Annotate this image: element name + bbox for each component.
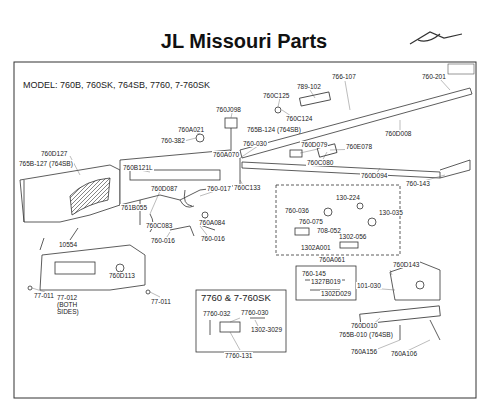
callout-number: 760A070 bbox=[212, 151, 240, 158]
callout-number: 7760-032 bbox=[202, 310, 231, 317]
callout-number: 760-075 bbox=[298, 218, 324, 225]
callout-number: 760D010 bbox=[350, 322, 378, 329]
callout-number: 760C125 bbox=[262, 92, 290, 99]
callout-number: 760C083 bbox=[145, 222, 173, 229]
callout-number: 765B-010 (764SB) bbox=[338, 331, 394, 338]
callout-number: 760E078 bbox=[345, 143, 373, 150]
callout-number: 1302D029 bbox=[320, 290, 352, 297]
callout-number: 760A084 bbox=[198, 219, 226, 226]
callout-number: 765B-127 (764SB) bbox=[18, 160, 74, 167]
callout-number: 7760-030 bbox=[240, 309, 269, 316]
callout-number: 760D094 bbox=[360, 172, 388, 179]
callout-number: 1327B019 bbox=[310, 278, 342, 285]
callout-number: 760-017 bbox=[206, 185, 232, 192]
callout-number: 760-030 bbox=[242, 140, 268, 147]
callout-number: 760D113 bbox=[108, 272, 136, 279]
callout-number: 760-036 bbox=[284, 207, 310, 214]
callout-number: 760A106 bbox=[390, 350, 418, 357]
callout-number: 760A061 bbox=[318, 256, 346, 263]
callout-number: 77-012 (BOTH SIDES) bbox=[56, 294, 98, 315]
callout-number: 760A156 bbox=[350, 348, 378, 355]
callout-number: 760-016 bbox=[200, 235, 226, 242]
callout-number: 130-035 bbox=[378, 209, 404, 216]
callout-number: 760C080 bbox=[306, 159, 334, 166]
callout-number: 760D127 bbox=[40, 150, 68, 157]
callout-number: 766-107 bbox=[331, 73, 357, 80]
callout-number: 760D087 bbox=[150, 185, 178, 192]
callout-number: 760-382 bbox=[160, 137, 186, 144]
callout-number: 760-016 bbox=[150, 237, 176, 244]
callout-number: 1302-3029 bbox=[250, 326, 283, 333]
callout-number: 1302-056 bbox=[338, 233, 367, 240]
callout-number: 77-011 bbox=[33, 292, 55, 299]
callout-number: 760-143 bbox=[405, 180, 431, 187]
callout-number: 760-201 bbox=[421, 73, 447, 80]
callout-number: 760D143 bbox=[392, 261, 420, 268]
callout-number: 761B055 bbox=[120, 204, 148, 211]
callout-number: 760C133 bbox=[233, 184, 261, 191]
callout-number: 760J098 bbox=[215, 106, 242, 113]
callout-number: 1302A001 bbox=[300, 244, 332, 251]
callout-number: 760-145 bbox=[301, 270, 327, 277]
callout-number: 7760-131 bbox=[224, 352, 253, 359]
callout-number: 101-030 bbox=[356, 282, 382, 289]
callout-number: 760B121L bbox=[122, 164, 154, 171]
group-heading: 7760 & 7-760SK bbox=[200, 293, 272, 303]
callout-number: 760D008 bbox=[384, 130, 412, 137]
page-title: JL Missouri Parts bbox=[0, 30, 488, 53]
callout-number: 789-102 bbox=[296, 83, 322, 90]
callout-number: 760A021 bbox=[177, 126, 205, 133]
callout-number: 77-011 bbox=[150, 298, 172, 305]
callout-number: 760C124 bbox=[285, 115, 313, 122]
callout-number: 760D079 bbox=[300, 141, 328, 148]
callout-number: 10554 bbox=[58, 241, 78, 248]
callout-number: 765B-124 (764SB) bbox=[246, 126, 302, 133]
model-note: MODEL: 760B, 760SK, 764SB, 7760, 7-760SK bbox=[22, 80, 211, 90]
callout-number: 130-224 bbox=[335, 194, 361, 201]
